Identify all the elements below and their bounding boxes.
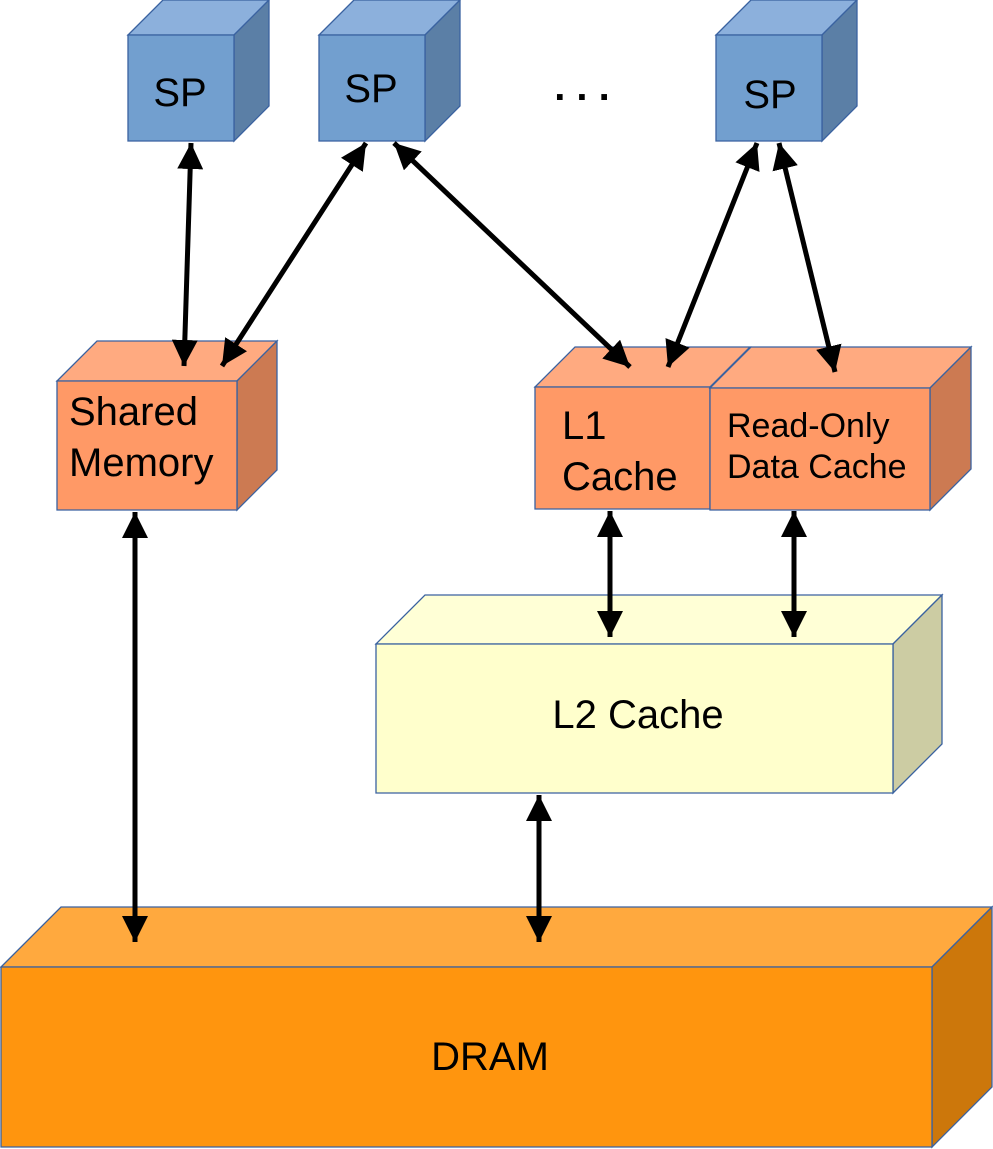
shared-memory-box-front-face — [56, 380, 238, 511]
l2-cache-box-front-face — [375, 643, 894, 794]
sp-label-3: SP — [743, 73, 796, 117]
readonly-cache-label-line2: Data Cache — [727, 448, 907, 486]
readonly-data-cache-box-top-face — [708, 346, 973, 389]
arrow-sp3-l1-cache — [665, 142, 760, 368]
l2-cache-box: L2 Cache — [374, 593, 944, 795]
readonly-data-cache-box-front-face — [709, 387, 931, 511]
sp-box-2: SP — [317, 0, 461, 143]
shared-memory-box: Shared Memory — [55, 339, 279, 512]
dram-box: DRAM — [0, 905, 993, 1149]
sp-label-2: SP — [344, 67, 397, 111]
arrow-sp1-shared-memory — [171, 142, 204, 367]
l2-cache-label: L2 Cache — [552, 693, 723, 737]
dram-label: DRAM — [431, 1035, 549, 1079]
sp-box-3: SP — [714, 0, 858, 143]
ellipsis-more-sps: . . . — [554, 65, 610, 109]
arrows — [122, 141, 842, 942]
dram-box-front-face — [0, 966, 933, 1148]
shared-memory-label-line1: Shared — [69, 390, 198, 434]
arrow-sp3-readonly-cache — [772, 142, 842, 373]
l1-cache-label-line2: Cache — [562, 455, 678, 499]
sp-box-3-front-face — [715, 34, 823, 142]
l2-cache-box-top-face — [374, 594, 944, 645]
shared-memory-label-line2: Memory — [69, 441, 213, 485]
readonly-cache-label-line1: Read-Only — [727, 407, 890, 445]
dram-box-top-face — [0, 906, 993, 968]
l1-cache-label-line1: L1 — [562, 404, 607, 448]
arrow-sp2-shared-memory — [219, 141, 369, 368]
sp-label-1: SP — [153, 71, 206, 115]
arrow-sp2-l1-cache — [392, 141, 632, 369]
l1-cache-box: L1 Cache — [533, 346, 752, 510]
sp-box-1: SP — [126, 0, 270, 143]
sp-box-2-front-face — [318, 34, 426, 142]
readonly-data-cache-box: Read-Only Data Cache — [708, 345, 973, 512]
sp-box-1-front-face — [127, 34, 235, 142]
